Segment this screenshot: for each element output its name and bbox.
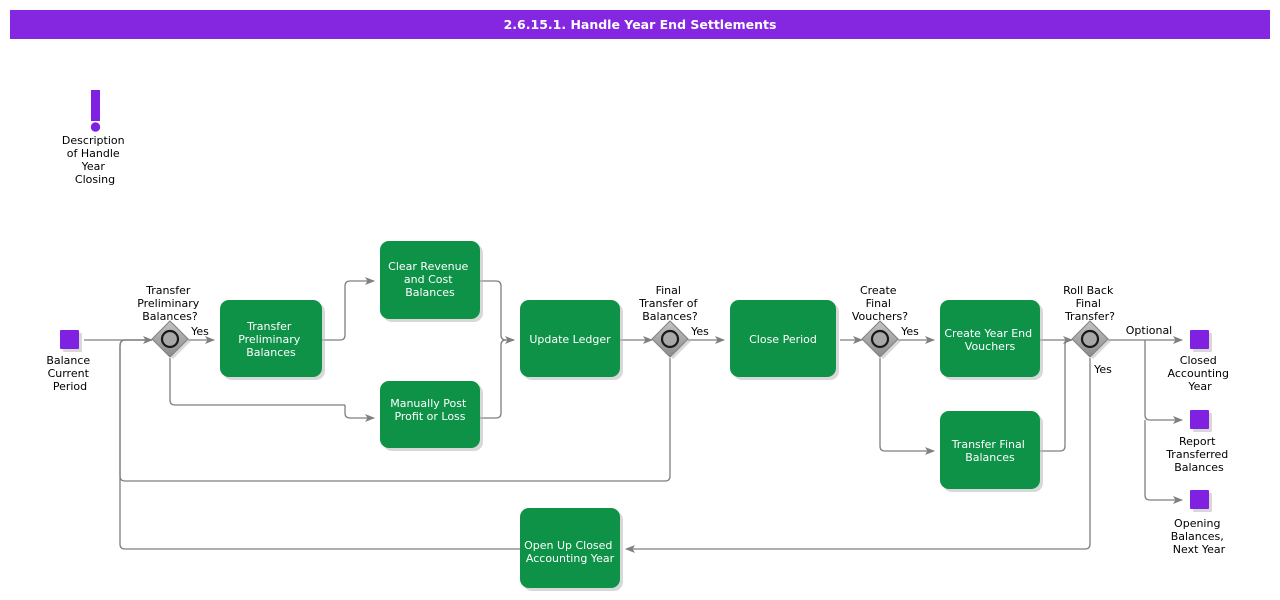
edge-clear-revenue-to-update-ledger [480,280,515,344]
end-event-report-transferred-balances[interactable]: Report Transferred Balances [1165,410,1232,474]
end-event-report-transferred-balances-label: Report Transferred Balances [1165,435,1232,474]
edge-transfer-final-balances-to-gw-roll-back [1040,339,1072,452]
end-event-icon [1190,330,1209,349]
event-gateway-icon [861,320,901,359]
start-event-label: Balance Current Period [46,354,93,393]
task-open-up-closed-accounting-year-label: Open Up Closed Accounting Year [524,539,616,565]
end-event-icon [1190,410,1209,429]
task-manually-post-profit-or-loss[interactable]: Manually Post Profit or Loss [380,381,483,451]
edge-optional-trunk-to-opening-balances [1144,420,1183,504]
task-clear-revenue-and-cost-balances-label: Clear Revenue and Cost Balances [388,260,472,299]
task-close-period-label: Close Period [749,333,817,346]
gateway-final-transfer-of-balances[interactable]: Final Transfer of Balances? Yes [638,284,709,359]
task-open-up-closed-accounting-year[interactable]: Open Up Closed Accounting Year [520,508,623,591]
task-update-ledger[interactable]: Update Ledger [520,300,623,380]
edge-open-up-closed-to-gw1-return [119,339,520,550]
connector-layer [84,277,1183,553]
edge-label-optional-roll-back: Optional [1126,324,1173,337]
end-event-opening-balances-next-year-label: Opening Balances, Next Year [1171,517,1228,556]
window-title-bar: 2.6.15.1. Handle Year End Settlements [10,10,1270,39]
event-gateway-icon [1071,320,1111,359]
page-title: 2.6.15.1. Handle Year End Settlements [503,17,777,32]
start-event-icon [60,330,79,349]
task-manually-post-profit-or-loss-label: Manually Post Profit or Loss [390,397,470,423]
gateway-transfer-preliminary-balances[interactable]: Transfer Preliminary Balances? Yes [137,284,209,359]
edge-gw1-down-to-branch [169,358,345,406]
gateway-final-transfer-of-balances-label: Final Transfer of Balances? [638,284,701,323]
task-create-year-end-vouchers[interactable]: Create Year End Vouchers [940,300,1043,380]
task-transfer-preliminary-balances-label: Transfer Preliminary Balances [238,320,304,359]
gateway-create-final-vouchers[interactable]: Create Final Vouchers? Yes [852,284,919,359]
task-transfer-final-balances-label: Transfer Final Balances [951,438,1029,464]
annotation-description: Description of Handle Year Closing [62,90,128,186]
end-event-opening-balances-next-year[interactable]: Opening Balances, Next Year [1171,490,1228,556]
task-clear-revenue-and-cost-balances[interactable]: Clear Revenue and Cost Balances [380,241,483,322]
start-event-balance-current-period[interactable]: Balance Current Period [46,330,93,393]
gateway-transfer-preliminary-balances-label: Transfer Preliminary Balances? [137,284,203,323]
edge-label-yes-transfer-preliminary: Yes [190,325,209,338]
annotation-label: Description of Handle Year Closing [62,134,128,186]
task-close-period[interactable]: Close Period [730,300,839,380]
gateway-roll-back-final-transfer-label: Roll Back Final Transfer? [1063,284,1117,323]
task-create-year-end-vouchers-label: Create Year End Vouchers [944,327,1035,353]
event-gateway-icon [151,320,191,359]
gateway-roll-back-final-transfer[interactable]: Roll Back Final Transfer? Optional Yes [1063,284,1172,376]
event-gateway-icon [651,320,691,359]
end-event-closed-accounting-year-label: Closed Accounting Year [1168,354,1233,393]
edge-label-yes-final-transfer: Yes [690,325,709,338]
task-update-ledger-label: Update Ledger [529,333,611,346]
edge-manually-post-to-update-ledger [480,339,514,419]
edge-gw4-yes-to-open-up-closed-accounting-year [625,358,1091,553]
exclamation-mark-icon [90,90,101,132]
end-event-icon [1190,490,1209,509]
task-transfer-preliminary-balances[interactable]: Transfer Preliminary Balances [220,300,325,380]
end-event-closed-accounting-year[interactable]: Closed Accounting Year [1168,330,1233,393]
task-transfer-final-balances[interactable]: Transfer Final Balances [940,411,1043,492]
edge-transfer-preliminary-to-branch [322,277,375,341]
gateway-create-final-vouchers-label: Create Final Vouchers? [852,284,908,323]
edge-optional-trunk-vertical [1144,340,1183,424]
edge-label-yes-roll-back: Yes [1093,363,1112,376]
edge-branch-to-manually-post [344,405,375,422]
edge-gw3-down-to-transfer-final-balances [879,358,935,455]
edge-label-yes-create-final-vouchers: Yes [900,325,919,338]
